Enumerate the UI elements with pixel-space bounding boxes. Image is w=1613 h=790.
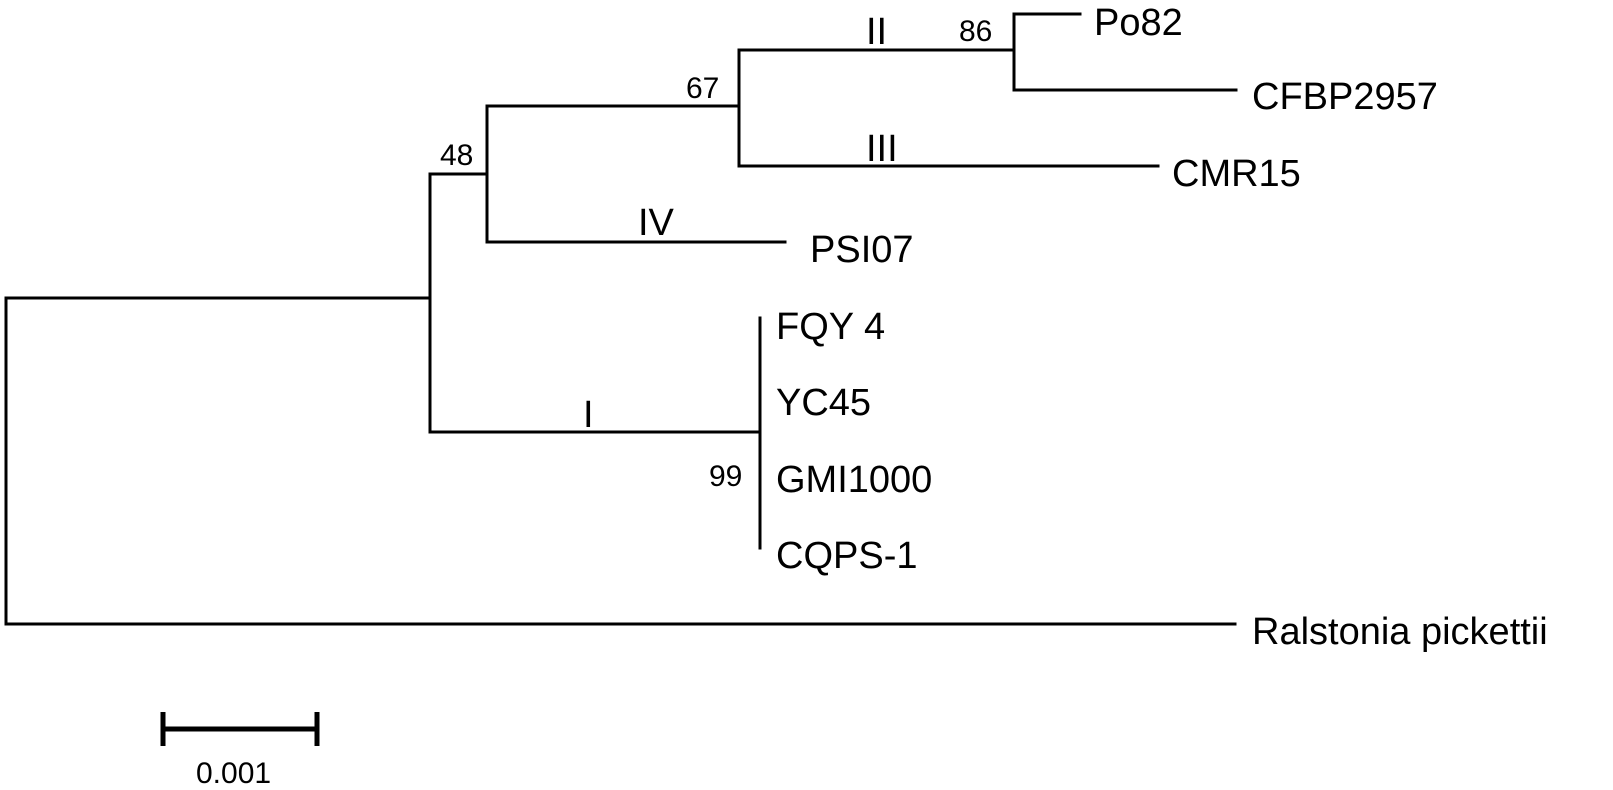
taxon-label-psi07: PSI07 (810, 229, 914, 271)
taxon-label-cqps1: CQPS-1 (776, 535, 917, 577)
taxon-label-gmi1000: GMI1000 (776, 459, 932, 501)
support-value-48: 48 (440, 139, 473, 172)
taxon-label-yc45: YC45 (776, 382, 871, 424)
support-value-99: 99 (709, 460, 742, 493)
taxon-label-cmr15: CMR15 (1172, 153, 1301, 195)
support-value-86: 86 (959, 15, 992, 48)
taxon-label-ralstonia-pickettii: Ralstonia pickettii (1252, 611, 1548, 653)
taxon-label-po82: Po82 (1094, 2, 1183, 44)
taxon-label-cfbp2957: CFBP2957 (1252, 76, 1438, 118)
support-value-67: 67 (686, 72, 719, 105)
clade-label-ii: II (866, 11, 887, 53)
scale-bar-label: 0.001 (196, 757, 271, 790)
clade-label-i: I (583, 394, 594, 436)
branch-root (4, 296, 1237, 626)
clade-label-iii: III (866, 128, 898, 170)
clade-label-iv: IV (638, 202, 675, 244)
taxon-label-fqy4: FQY 4 (776, 306, 885, 348)
